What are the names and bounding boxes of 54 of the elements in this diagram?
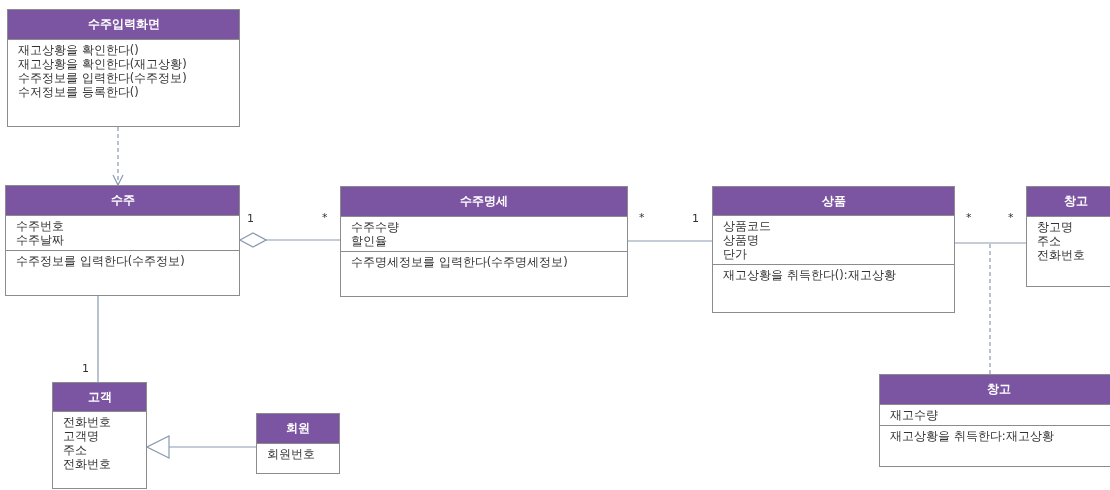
- class-name: 고객: [53, 383, 146, 412]
- member-text: 전화번호: [63, 457, 111, 471]
- attribute-text: 상품명: [723, 233, 759, 247]
- multiplicity-label: *: [639, 212, 645, 224]
- class-name: 회원: [257, 414, 339, 444]
- multiplicity-label: 1: [82, 363, 89, 375]
- multiplicity-label: 1: [247, 213, 254, 225]
- operation-text: 수주정보를 입력한다(수주정보): [16, 254, 185, 268]
- class-name: 창고: [880, 375, 1110, 405]
- operation-text: 재고상황을 취득한다():재고상황: [723, 268, 896, 282]
- class-box: [340, 186, 628, 297]
- attribute-text: 재고수량: [890, 408, 938, 422]
- attribute-text: 수주번호: [16, 219, 64, 233]
- class-box: [879, 374, 1110, 467]
- member-text: 전화번호: [63, 415, 111, 429]
- class-box: [5, 185, 240, 296]
- association-line: [954, 242, 1027, 244]
- member-text: 수저정보를 등록한다(): [18, 85, 139, 99]
- member-text: 회원번호: [267, 447, 315, 461]
- member-text: 재고상황을 확인한다(): [18, 43, 139, 57]
- class-box: [1026, 186, 1110, 287]
- association-class-line: [989, 242, 991, 375]
- association-line: [627, 240, 713, 242]
- member-text: 고객명: [63, 429, 99, 443]
- generalization-arrow: [146, 435, 257, 459]
- association-line: [97, 295, 99, 383]
- class-box: [256, 413, 340, 474]
- attribute-text: 수주수량: [351, 220, 399, 234]
- class-name: 창고: [1027, 187, 1110, 217]
- class-box: [712, 186, 955, 313]
- class-box: [7, 9, 240, 127]
- member-text: 창고명: [1037, 220, 1073, 234]
- multiplicity-label: *: [1008, 212, 1014, 224]
- member-text: 수주정보를 입력한다(수주정보): [18, 71, 187, 85]
- operation-text: 재고상황을 취득한다:재고상황: [890, 429, 1054, 443]
- attribute-text: 할인율: [351, 234, 387, 248]
- aggregation-line: [239, 232, 341, 248]
- member-text: 주소: [1037, 234, 1061, 248]
- multiplicity-label: 1: [692, 213, 699, 225]
- class-box: [52, 382, 147, 489]
- dependency-arrow: [112, 126, 124, 186]
- multiplicity-label: *: [966, 212, 972, 224]
- member-text: 재고상황을 확인한다(재고상황): [18, 57, 187, 71]
- attribute-text: 단가: [723, 247, 747, 261]
- attribute-text: 수주날짜: [16, 233, 64, 247]
- operation-text: 수주명세정보를 입력한다(수주명세정보): [351, 255, 568, 269]
- class-name: 수주입력화면: [8, 10, 239, 40]
- multiplicity-label: *: [322, 212, 328, 224]
- member-text: 주소: [63, 443, 87, 457]
- class-name: 상품: [713, 187, 954, 216]
- class-name: 수주명세: [341, 187, 627, 217]
- member-text: 전화번호: [1037, 248, 1085, 262]
- attribute-text: 상품코드: [723, 219, 771, 233]
- class-name: 수주: [6, 186, 239, 216]
